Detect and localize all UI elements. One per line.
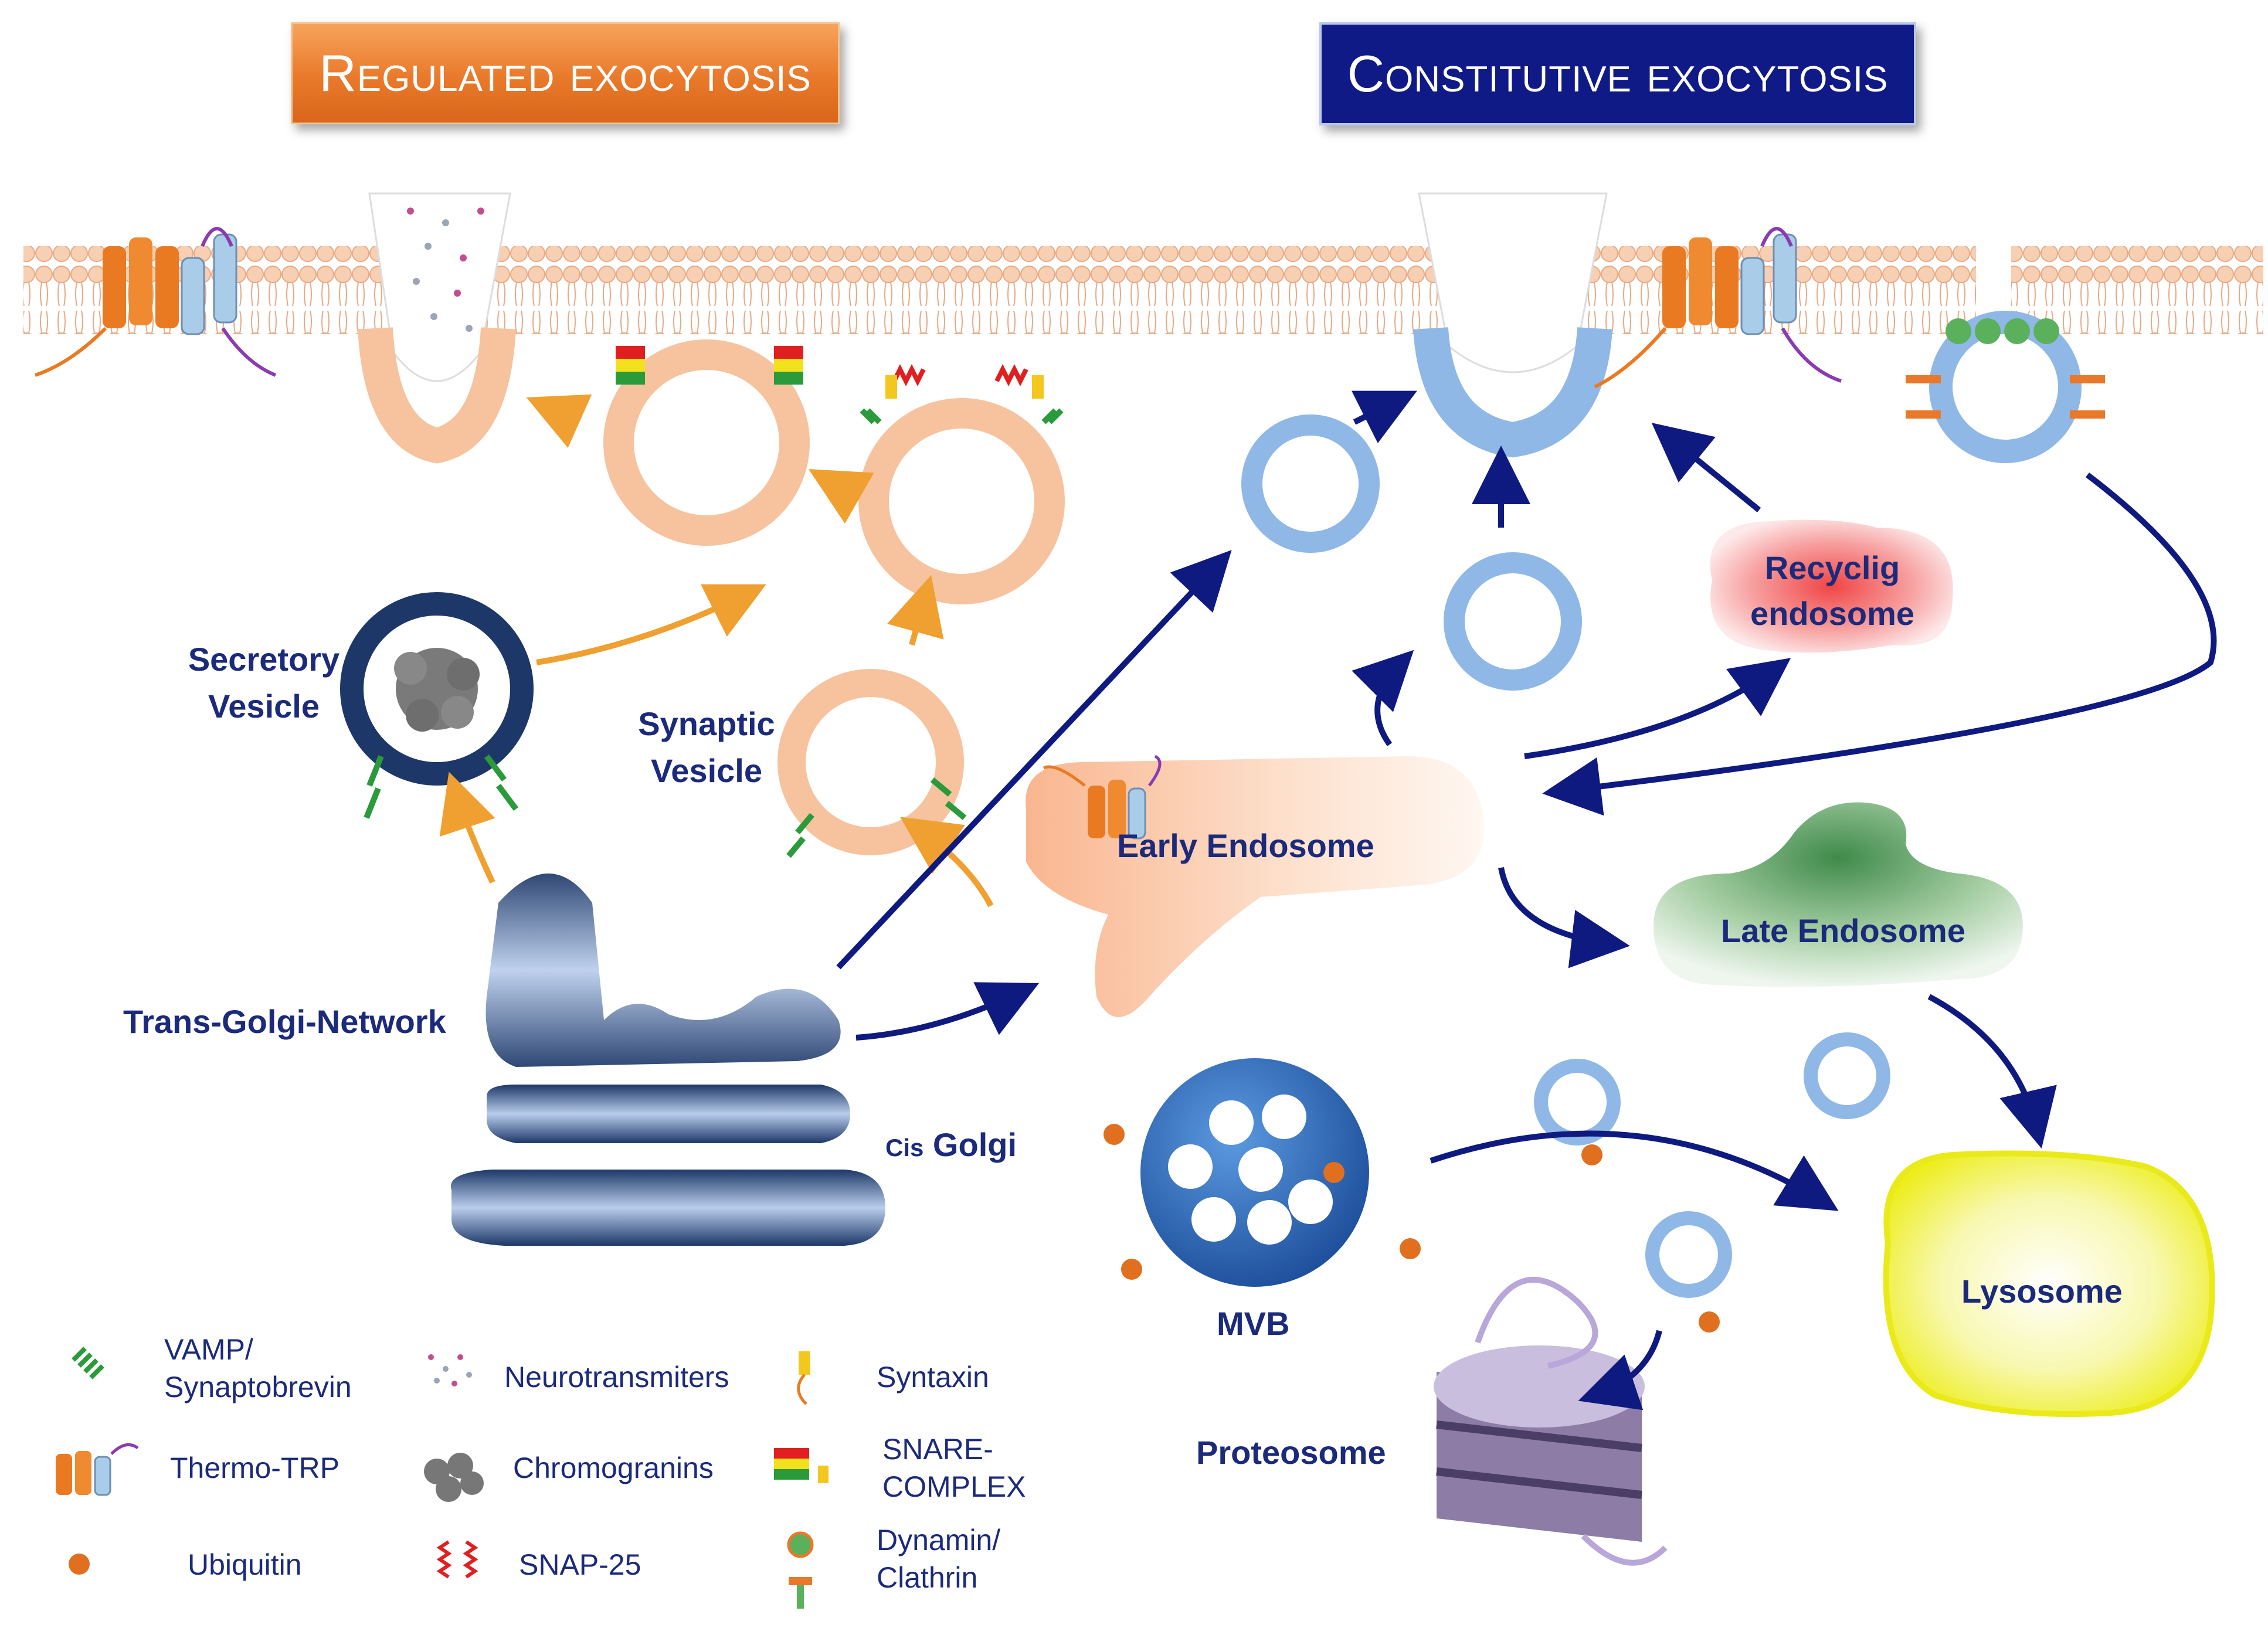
constitutive-pathway-arrows [836,390,2217,1411]
snap25-icon [436,1540,478,1579]
late-endosome-vesicle [1804,1032,1890,1119]
legend-dynamin-label: Dynamin/ Clathrin [877,1521,1000,1596]
thermo-trp-icon [56,1443,139,1496]
fused-constitutive-vesicle [1413,327,1612,458]
mvb-label: MVB [1217,1305,1290,1342]
legend-chromogranins-label: Chromogranins [513,1452,714,1484]
proteasome-shape [1434,1277,1668,1566]
clathrin-coated-vesicle [1929,311,2082,463]
late-endosome-label: Late Endosome [1721,912,1965,949]
cis-golgi-cisterna [450,1170,885,1246]
trp-channel-early-endosome [1043,754,1162,840]
golgi-cisterna-middle [487,1085,850,1143]
synaptic-vesicle-body [777,669,967,858]
trans-golgi-network-label: Trans-Golgi-Network [123,1003,446,1040]
legend-snare-line1: SNARE- [882,1433,993,1466]
cis-golgi-word: Golgi [932,1126,1017,1163]
constitutive-exocytosis-banner: Constitutive exocytosis [1319,22,1916,125]
ubiquitinated-vesicle-2 [1645,1211,1732,1298]
legend-thermo-trp-label: Thermo-TRP [170,1452,339,1484]
ubiquitin-dots [1104,1124,1720,1333]
docked-synaptic-vesicle [603,339,810,546]
vamp-icon [72,1347,104,1379]
legend-vamp-label: VAMP/ Synaptobrevin [164,1331,352,1406]
secretory-vesicle-body [340,592,534,819]
legend-snap25-label: SNAP-25 [519,1548,641,1581]
trp-channel-membrane-right [1594,227,1842,389]
regulated-exocytosis-banner: Regulated exocytosis [291,22,840,124]
late-endosome-shape [1654,802,2023,987]
snare-complex-icon [774,1448,829,1483]
regulated-pathway-arrows [439,394,994,908]
proteosome-label: Proteosome [1196,1434,1386,1471]
constitutive-vesicle-upper [1241,414,1380,553]
synaptic-vesicle-label: Synaptic Vesicle [619,701,795,794]
chromogranin-cluster-icon [424,1453,484,1502]
legend-snare-label: SNARE- COMPLEX [882,1430,1026,1505]
lysosome-shape [1883,1150,2215,1417]
trp-channel-membrane-left [35,227,277,377]
mvb-shape [1140,1058,1369,1287]
legend-snare-line2: COMPLEX [882,1470,1026,1503]
neurotransmitter-dots-icon [428,1354,472,1386]
legend-syntaxin-label: Syntaxin [877,1361,989,1394]
recycling-endosome-label-line1: Recyclig [1764,549,1900,586]
legend-vamp-line2: Synaptobrevin [164,1371,352,1403]
early-endosome-label: Early Endosome [1117,827,1374,864]
fused-synaptic-vesicle [358,327,516,464]
syntaxin-icon [797,1351,810,1405]
cis-golgi-label: Cis Golgi [885,1126,1017,1164]
legend-dynamin-line2: Clathrin [877,1561,978,1594]
recycling-endosome-label: Recyclig endosome [1733,545,1932,637]
trans-golgi-network-shape [485,874,841,1067]
legend-ubiquitin-label: Ubiquitin [188,1548,302,1581]
legend-neurotransmitters-label: Neurotransmiters [504,1361,729,1394]
recycling-vesicle [1444,552,1582,691]
synaptic-vesicle-label-line2: Vesicle [651,752,762,789]
legend-icons [56,1347,829,1609]
legend-vamp-line1: VAMP/ [164,1333,253,1366]
priming-synaptic-vesicle [858,364,1065,604]
dynamin-clathrin-coat [1906,318,2105,419]
ubiquitinated-vesicle-1 [1534,1059,1621,1146]
secretory-vesicle-label-line2: Vesicle [208,688,320,725]
synaptic-vesicle-label-line1: Synaptic [638,705,775,742]
plasma-membrane [23,246,2263,334]
fusion-pore-constitutive [1418,192,1608,373]
secretory-vesicle-label-line1: Secretory [188,641,340,678]
lysosome-label: Lysosome [1961,1273,2123,1310]
legend-dynamin-line1: Dynamin/ [877,1524,1001,1556]
recycling-endosome-label-line2: endosome [1750,595,1915,632]
ubiquitin-dot-icon [69,1554,90,1575]
endocytic-neck [1976,229,2011,328]
recycling-endosome-shape [1710,519,1953,653]
secretory-vesicle-label: Secretory Vesicle [176,636,352,730]
dynamin-clathrin-icon [787,1531,814,1609]
released-neurotransmitters [407,208,484,332]
cis-golgi-prefix: Cis [885,1134,924,1161]
